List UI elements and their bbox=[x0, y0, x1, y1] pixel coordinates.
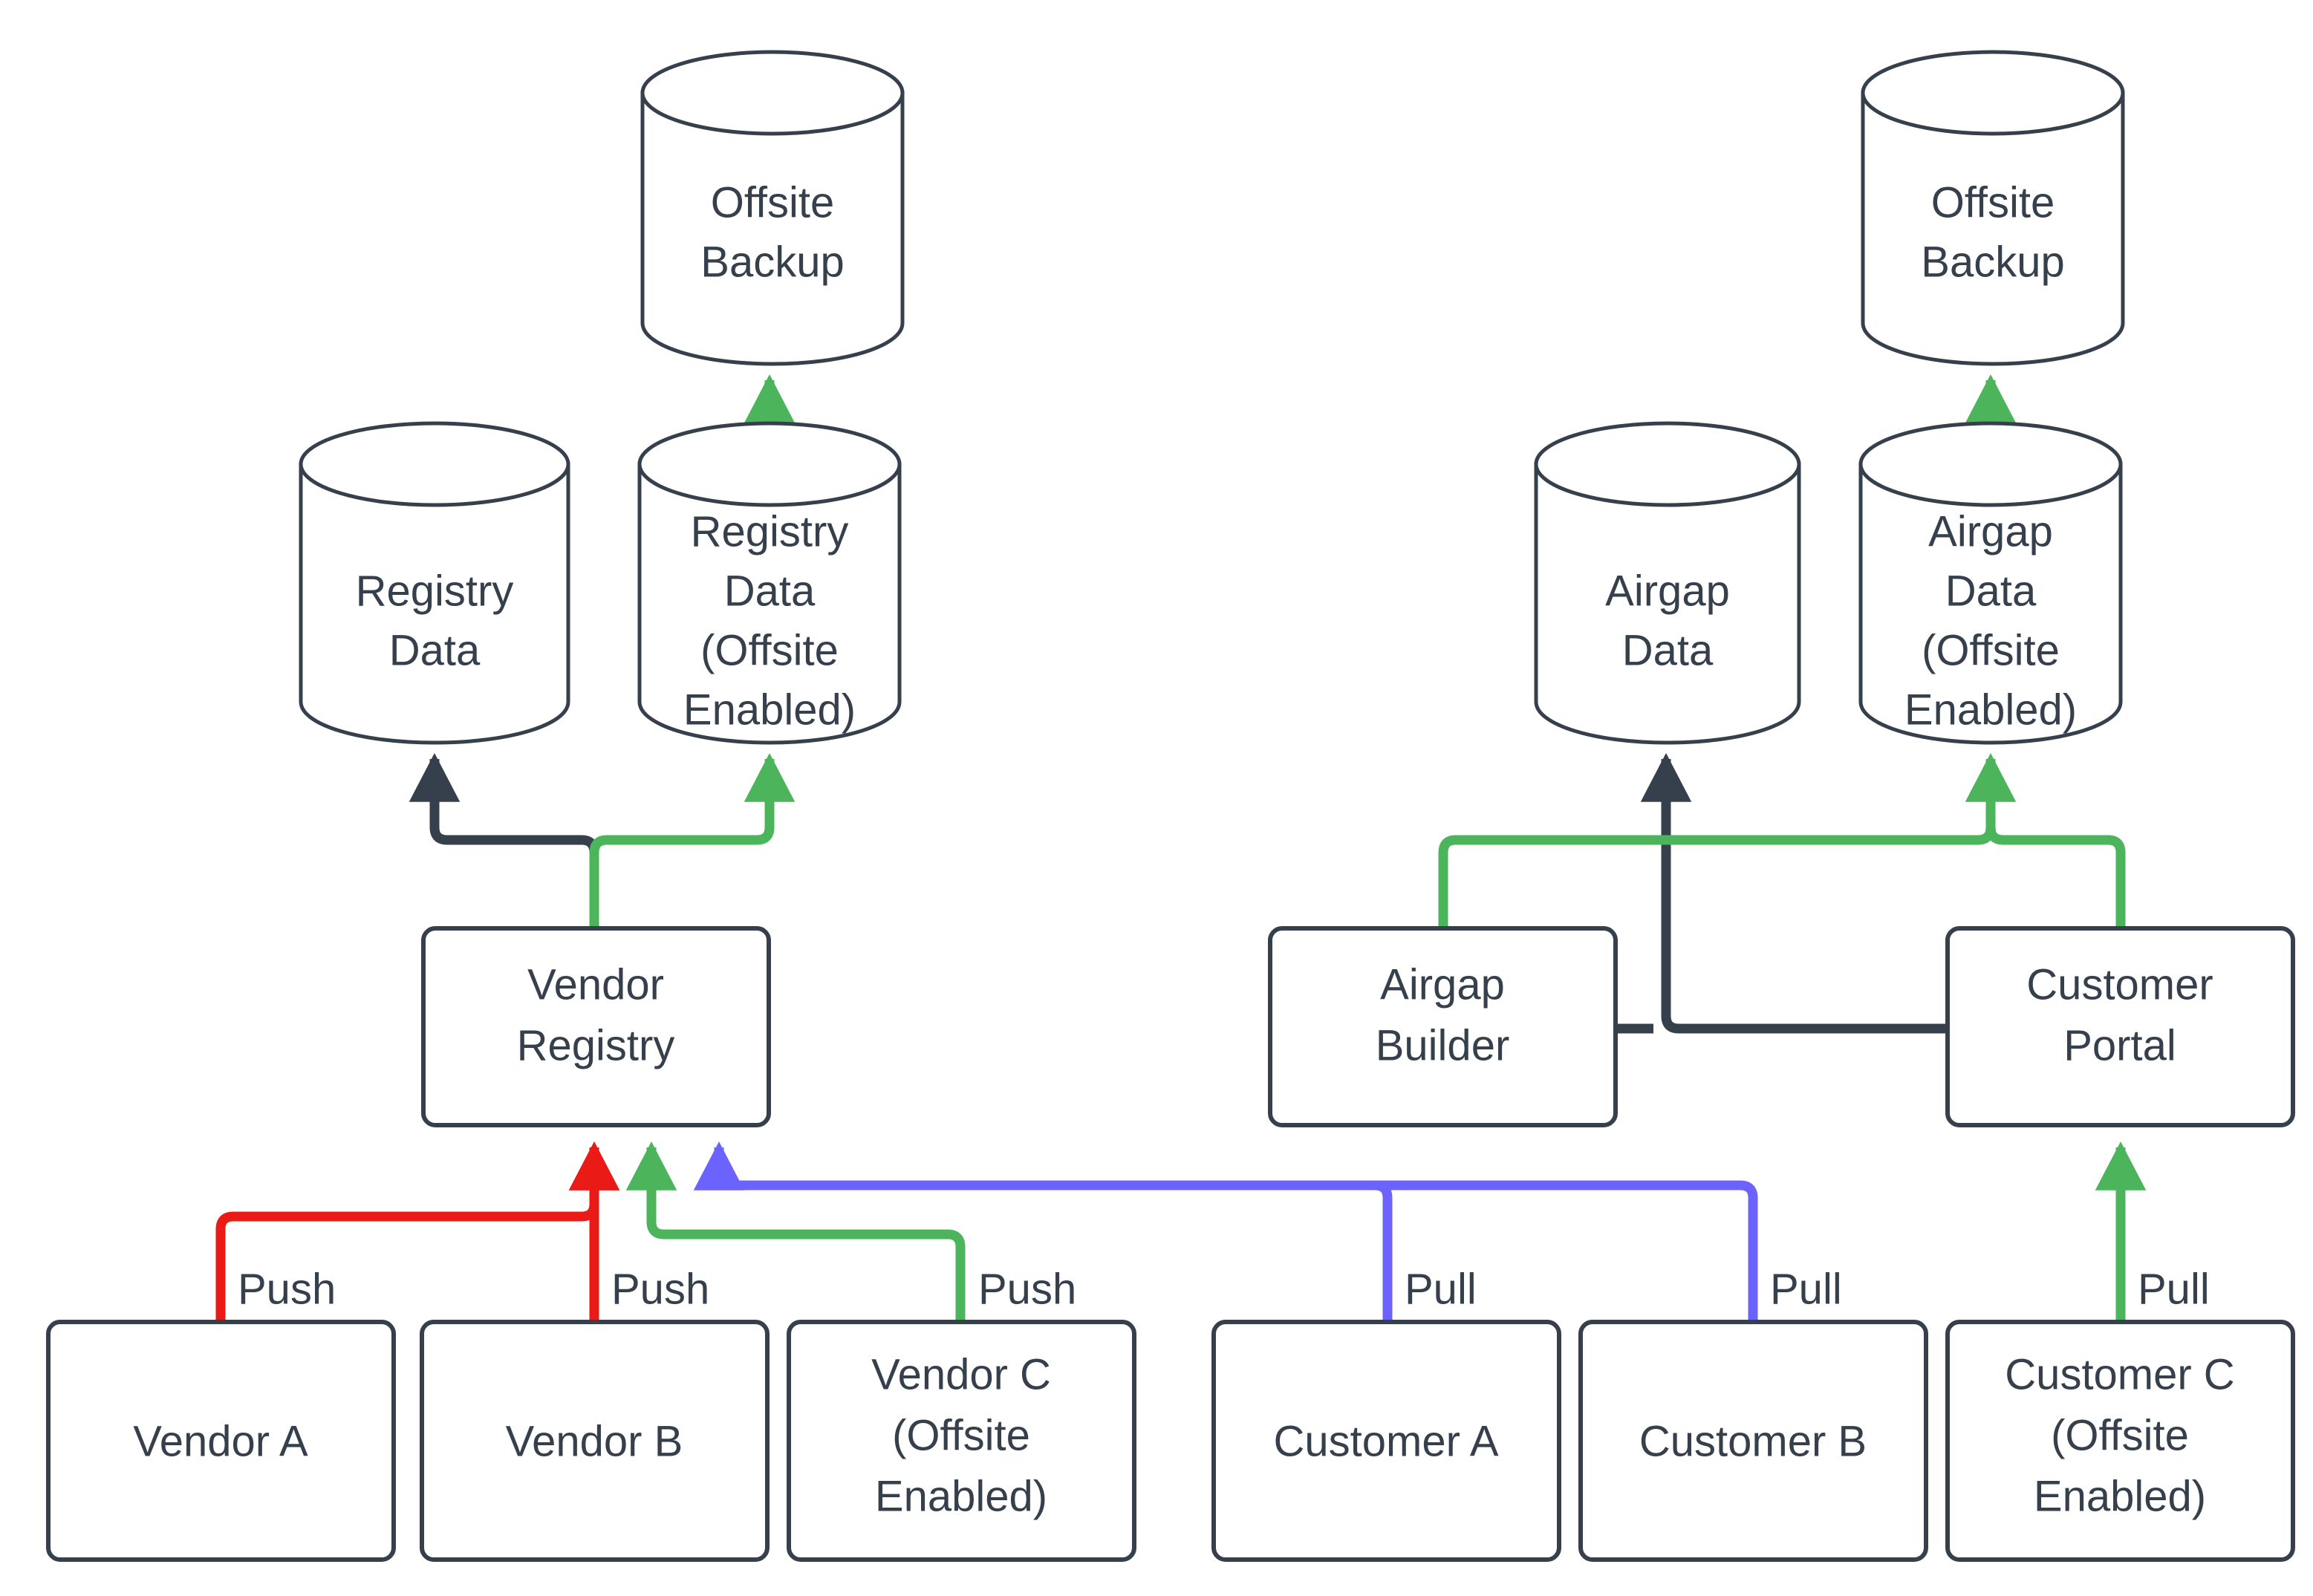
node-label-line: Offsite bbox=[711, 178, 835, 227]
edge-portal-airgap-offsite bbox=[1985, 759, 2126, 928]
edge-label-customer-c-pull: Pull bbox=[2138, 1265, 2210, 1313]
edge-label-vendor-a-push: Push bbox=[238, 1265, 336, 1313]
node-vendor-c[interactable]: Vendor C (Offsite Enabled) bbox=[787, 1320, 1136, 1562]
node-label-line: (Offsite bbox=[700, 626, 839, 674]
node-label-line: (Offsite bbox=[2051, 1411, 2189, 1459]
node-label-line: Vendor bbox=[527, 960, 664, 1009]
edge-label-customer-b-pull: Pull bbox=[1770, 1265, 1842, 1313]
node-label-line: Backup bbox=[700, 238, 844, 286]
node-label-line: Airgap bbox=[1928, 507, 2053, 556]
node-label-line: Data bbox=[724, 567, 816, 615]
node-vendor-a[interactable]: Vendor A bbox=[46, 1320, 396, 1562]
edge-registry-store-offsite bbox=[589, 752, 796, 928]
node-registry-data-offsite[interactable]: Registry Data (Offsite Enabled) bbox=[637, 421, 902, 745]
node-label-line: Enabled) bbox=[683, 685, 856, 734]
node-label-line: Vendor B bbox=[506, 1417, 683, 1465]
edge-label-customer-a-pull: Pull bbox=[1405, 1265, 1477, 1313]
edge-builder-airgap-offsite bbox=[1438, 752, 2017, 928]
node-label-line: Customer A bbox=[1274, 1417, 1499, 1465]
node-vendor-registry[interactable]: Vendor Registry bbox=[421, 926, 771, 1127]
node-label-line: (Offsite bbox=[1922, 626, 2060, 674]
edge-portal-airgap-store bbox=[1640, 752, 1946, 1034]
node-label-line: Data bbox=[1945, 567, 2037, 615]
node-customer-portal[interactable]: Customer Portal bbox=[1945, 926, 2295, 1127]
node-label-line: (Offsite bbox=[892, 1411, 1030, 1459]
edge-label-vendor-c-push: Push bbox=[978, 1265, 1076, 1313]
node-label-line: Data bbox=[1622, 626, 1714, 674]
edge-registry-store bbox=[409, 752, 599, 928]
node-label-line: Registry bbox=[691, 507, 849, 556]
node-label-line: Portal bbox=[2063, 1021, 2176, 1069]
node-label-line: Customer bbox=[2026, 960, 2213, 1009]
node-label-line: Builder bbox=[1376, 1021, 1510, 1069]
node-vendor-b[interactable]: Vendor B bbox=[420, 1320, 770, 1562]
node-registry-data[interactable]: Registry Data bbox=[299, 421, 570, 745]
node-label-line: Data bbox=[389, 626, 481, 674]
node-label-line: Offsite bbox=[1931, 178, 2055, 227]
edge-customer-b-pull bbox=[714, 1147, 1758, 1322]
node-label-line: Enabled) bbox=[875, 1472, 1047, 1520]
node-label-line: Registry bbox=[517, 1021, 675, 1069]
node-customer-c[interactable]: Customer C (Offsite Enabled) bbox=[1945, 1320, 2295, 1562]
node-label-line: Airgap bbox=[1380, 960, 1505, 1009]
edge-label-vendor-b-push: Push bbox=[611, 1265, 709, 1313]
node-label-line: Enabled) bbox=[2034, 1472, 2206, 1520]
node-label-line: Registry bbox=[356, 567, 514, 615]
node-label-line: Airgap bbox=[1605, 567, 1730, 615]
edge-vendor-c-push bbox=[625, 1141, 966, 1322]
node-label-line: Customer C bbox=[2005, 1350, 2234, 1398]
node-customer-b[interactable]: Customer B bbox=[1578, 1320, 1928, 1562]
node-airgap-builder[interactable]: Airgap Builder bbox=[1268, 926, 1618, 1127]
node-customer-a[interactable]: Customer A bbox=[1211, 1320, 1561, 1562]
node-label-line: Customer B bbox=[1639, 1417, 1867, 1465]
node-label-line: Vendor C bbox=[871, 1350, 1051, 1398]
node-airgap-data[interactable]: Airgap Data bbox=[1534, 421, 1801, 745]
node-label-line: Vendor A bbox=[133, 1417, 308, 1465]
node-airgap-data-offsite[interactable]: Airgap Data (Offsite Enabled) bbox=[1858, 421, 2123, 745]
node-offsite-backup-left[interactable]: Offsite Backup bbox=[640, 50, 905, 366]
node-label-line: Enabled) bbox=[1904, 685, 2077, 734]
node-offsite-backup-right[interactable]: Offsite Backup bbox=[1861, 50, 2125, 366]
node-label-line: Backup bbox=[1921, 238, 2064, 286]
